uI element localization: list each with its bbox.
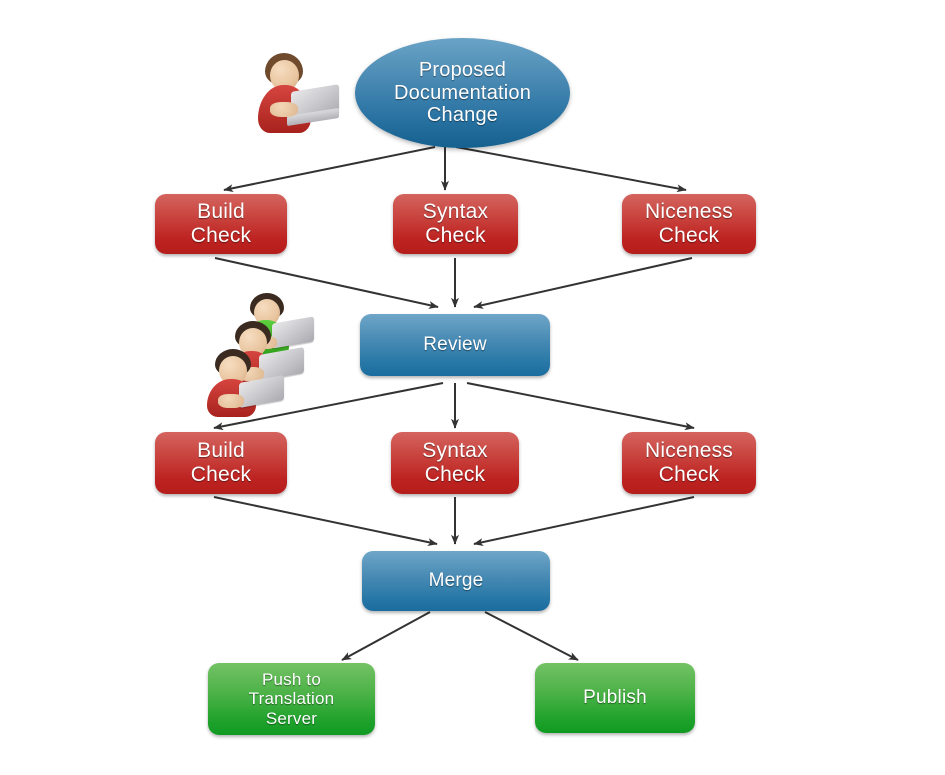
author-arm (270, 102, 298, 117)
node-build-check-2[interactable]: Build Check (155, 432, 287, 494)
node-syntax-check-1[interactable]: Syntax Check (393, 194, 518, 254)
edge-change-to-build-check-1 (223, 146, 436, 193)
node-publish[interactable]: Publish (535, 663, 695, 733)
edge-niceness-check-1-to-review (473, 257, 693, 309)
edge-change-to-niceness-check-1 (455, 146, 687, 193)
node-review[interactable]: Review (360, 314, 550, 376)
node-niceness-check-2[interactable]: Niceness Check (622, 432, 756, 494)
edge-review-to-niceness-check-2 (466, 382, 695, 431)
reviewers-icon (203, 292, 331, 417)
node-merge[interactable]: Merge (362, 551, 550, 611)
node-push-to-translation-server[interactable]: Push to Translation Server (208, 663, 375, 735)
node-syntax-check-2[interactable]: Syntax Check (391, 432, 519, 494)
node-build-check-1[interactable]: Build Check (155, 194, 287, 254)
edge-merge-to-publish (484, 611, 579, 661)
author-icon (249, 50, 341, 134)
edge-merge-to-push-translation (341, 611, 431, 661)
reviewer-front (203, 348, 293, 417)
node-niceness-check-1[interactable]: Niceness Check (622, 194, 756, 254)
edge-niceness-check-2-to-merge (473, 496, 695, 546)
node-proposed-documentation-change[interactable]: Proposed Documentation Change (355, 38, 570, 148)
edge-build-check-2-to-merge (213, 496, 438, 547)
